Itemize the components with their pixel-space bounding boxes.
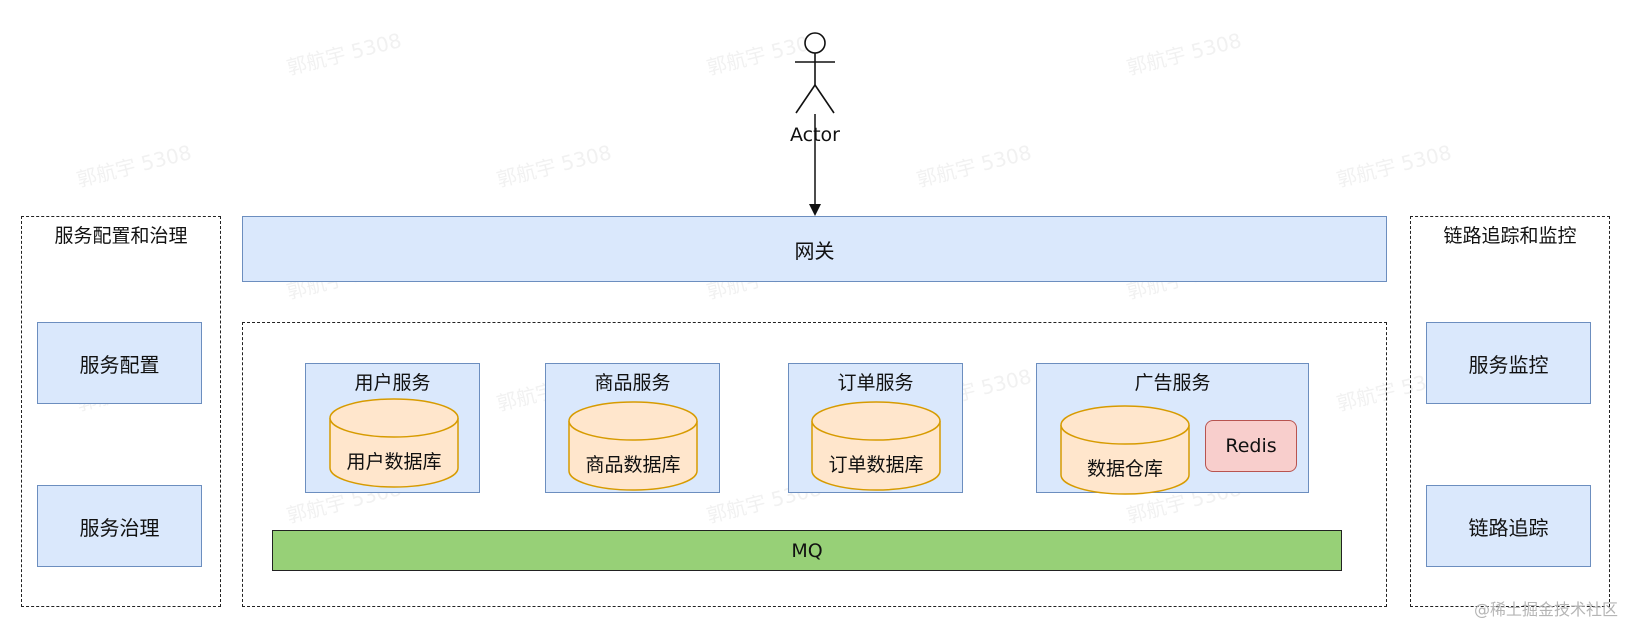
arrow-actor-to-gateway: [809, 114, 821, 216]
redis-label: Redis: [1225, 435, 1277, 457]
product-service-title: 商品服务: [594, 372, 671, 394]
watermark: 郭航宇 5308: [494, 140, 614, 192]
service-governance-label: 服务治理: [79, 515, 160, 540]
service-config-box: 服务配置: [37, 322, 202, 404]
user-service-box: 用户服务 用户数据库: [305, 363, 480, 493]
ad-service-box: 广告服务 数据仓库 Redis: [1036, 363, 1309, 495]
service-governance-box: 服务治理: [37, 485, 202, 567]
database-icon: [568, 401, 698, 491]
order-database-label: 订单数据库: [828, 454, 924, 476]
watermark: 郭航宇 5308: [1124, 28, 1244, 80]
order-database: 订单数据库: [811, 401, 941, 493]
group-title: 服务配置和治理: [54, 225, 188, 247]
watermark: 郭航宇 5308: [1334, 140, 1454, 192]
user-service-title: 用户服务: [354, 372, 431, 394]
redis-box: Redis: [1205, 420, 1297, 472]
credit-text: @稀土掘金技术社区: [1473, 600, 1618, 619]
service-monitoring-label: 服务监控: [1468, 352, 1549, 377]
mq-bar: MQ: [272, 530, 1342, 571]
gateway-box: 网关: [242, 216, 1387, 282]
tracing-label: 链路追踪: [1468, 515, 1549, 540]
watermark: 郭航宇 5308: [284, 28, 404, 80]
user-database: 用户数据库: [329, 398, 459, 490]
watermark: 郭航宇 5308: [914, 140, 1034, 192]
ad-service-title: 广告服务: [1134, 372, 1211, 394]
database-icon: [1060, 405, 1190, 495]
order-service-title: 订单服务: [837, 372, 914, 394]
user-database-label: 用户数据库: [346, 451, 442, 473]
product-service-box: 商品服务 商品数据库: [545, 363, 720, 493]
data-warehouse-label: 数据仓库: [1086, 458, 1163, 480]
tracing-box: 链路追踪: [1426, 485, 1591, 567]
data-warehouse: 数据仓库: [1060, 405, 1190, 495]
service-monitoring-box: 服务监控: [1426, 322, 1591, 404]
product-database-label: 商品数据库: [585, 454, 681, 476]
database-icon: [329, 398, 459, 488]
services-container: [242, 322, 1387, 607]
mq-label: MQ: [791, 539, 823, 562]
service-config-group: 服务配置和治理: [21, 216, 221, 607]
order-service-box: 订单服务 订单数据库: [788, 363, 963, 493]
watermark: 郭航宇 5308: [74, 140, 194, 192]
gateway-label: 网关: [794, 238, 835, 263]
service-config-label: 服务配置: [79, 352, 160, 377]
tracing-monitoring-group: 链路追踪和监控: [1410, 216, 1610, 607]
database-icon: [811, 401, 941, 491]
product-database: 商品数据库: [568, 401, 698, 493]
actor-icon: [795, 32, 835, 114]
group-title: 链路追踪和监控: [1443, 225, 1577, 247]
